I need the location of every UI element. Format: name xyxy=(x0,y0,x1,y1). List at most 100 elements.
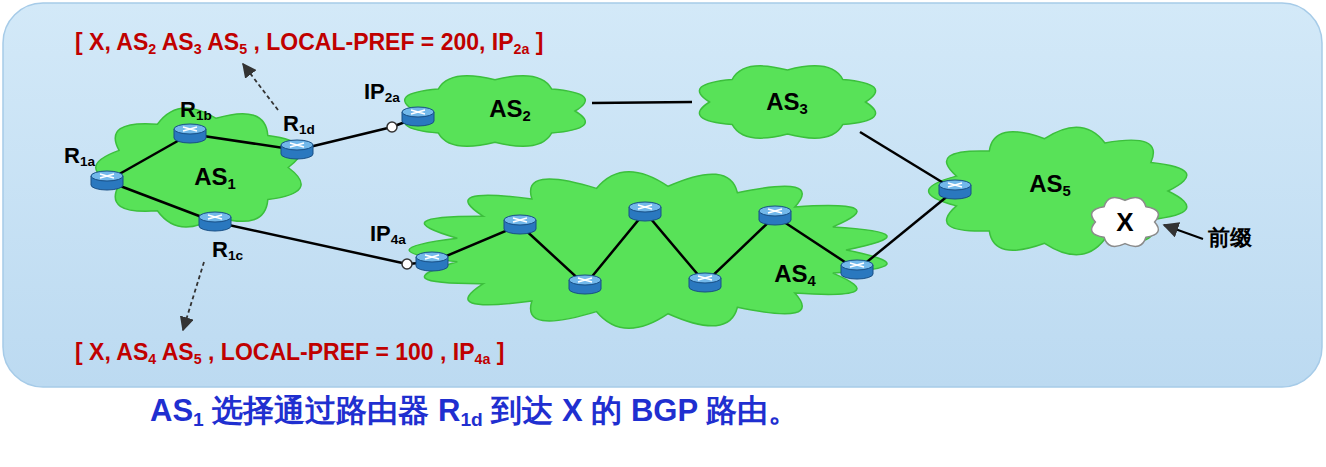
subscript: 4a xyxy=(391,232,406,247)
text-run: IP xyxy=(370,221,391,246)
advert-leader xyxy=(243,64,278,110)
subscript: 2a xyxy=(514,41,530,57)
text-run: R xyxy=(283,111,299,136)
router-icon xyxy=(504,215,536,234)
cloud-label: X xyxy=(1116,208,1133,237)
router-icon xyxy=(629,202,661,221)
cloud-shape xyxy=(929,127,1187,254)
prefix-label: 前缀 xyxy=(1208,226,1252,250)
subscript: 4 xyxy=(148,351,156,367)
router-label: R1c xyxy=(212,238,243,263)
text-run: X xyxy=(1116,207,1133,237)
cloud-shape xyxy=(96,108,301,227)
route-advert: [ X, AS4 AS5 , LOCAL-PREF = 100 , IP4a ] xyxy=(75,340,504,367)
router-icon xyxy=(401,106,435,128)
subscript: 5 xyxy=(194,351,202,367)
router-shape xyxy=(199,212,231,231)
router-node: R1b xyxy=(173,123,207,145)
router-icon xyxy=(841,260,873,279)
router-label: R1d xyxy=(283,112,315,137)
router-icon xyxy=(90,170,124,192)
text-run: [ X, AS xyxy=(75,339,148,365)
text-run: AS xyxy=(766,88,799,115)
text-run: AS xyxy=(156,339,194,365)
text-run: 前缀 xyxy=(1208,225,1252,250)
link-line xyxy=(860,132,955,190)
router-shape xyxy=(402,107,434,126)
router-shape xyxy=(281,140,313,159)
router-icon xyxy=(689,273,721,292)
subscript: 1d xyxy=(299,122,315,137)
cloud-label: AS2 xyxy=(489,96,531,124)
cloud-label: AS5 xyxy=(1029,171,1071,199)
router-label: R1b xyxy=(180,98,212,123)
advert-leader xyxy=(183,262,204,330)
router-icon xyxy=(173,123,207,145)
text-run: ] xyxy=(490,339,504,365)
cloud-label: AS1 xyxy=(194,164,236,192)
router-label: IP4a xyxy=(370,222,406,247)
cloud-shape xyxy=(699,66,875,138)
prefix-leader xyxy=(1164,225,1203,239)
router-icon xyxy=(939,180,971,199)
router-node: R1c xyxy=(198,211,232,233)
as-cloud: AS2 IP2a xyxy=(395,72,595,150)
router-node: IP4a xyxy=(415,251,449,273)
text-run: R xyxy=(180,97,196,122)
router-shape xyxy=(91,171,123,190)
subscript: 3 xyxy=(194,41,202,57)
router-node: R1d xyxy=(280,139,314,161)
subscript: 1a xyxy=(80,154,95,169)
cloud-outline xyxy=(405,170,895,330)
subscript: 3 xyxy=(800,101,808,117)
prefix-cloud: X xyxy=(1088,195,1162,249)
text-run: 到达 X 的 BGP 路由。 xyxy=(483,393,799,428)
text-run: , LOCAL-PREF = 200, IP xyxy=(247,29,513,55)
subscript: 4a xyxy=(475,351,491,367)
subscript: 2 xyxy=(523,108,531,124)
interface-point xyxy=(387,122,397,132)
link-line xyxy=(857,190,955,270)
router-node: R1a xyxy=(90,170,124,192)
cloud-label: AS3 xyxy=(766,89,808,117)
text-run: AS xyxy=(1029,170,1062,197)
text-run: IP xyxy=(364,79,385,104)
text-run: , LOCAL-PREF = 100 , IP xyxy=(202,339,475,365)
router-icon xyxy=(198,211,232,233)
router-shape xyxy=(416,252,448,271)
subscript: 1 xyxy=(193,409,204,430)
router-label: IP2a xyxy=(364,80,400,105)
subscript: 5 xyxy=(1063,183,1071,199)
text-run: [ X, AS xyxy=(75,29,148,55)
subscript: 4 xyxy=(808,273,816,289)
as-cloud: AS5X xyxy=(925,125,1195,257)
as-cloud: AS1R1aR1bR1dR1c xyxy=(92,105,310,230)
text-run: AS xyxy=(774,260,807,287)
subscript: 1d xyxy=(460,409,482,430)
cloud-label: AS4 xyxy=(774,261,816,289)
caption: AS1 选择通过路由器 R1d 到达 X 的 BGP 路由。 xyxy=(150,394,799,430)
text-run: AS xyxy=(489,95,522,122)
subscript: 1b xyxy=(196,108,212,123)
subscript: 1c xyxy=(228,248,243,263)
panel xyxy=(3,3,1322,387)
text-run: ] xyxy=(529,29,543,55)
text-run: AS xyxy=(194,163,227,190)
subscript: 5 xyxy=(239,41,247,57)
interface-point xyxy=(402,259,412,269)
subscript: 2 xyxy=(148,41,156,57)
cloud-shape xyxy=(1092,198,1159,247)
text-run: AS xyxy=(156,29,194,55)
as-cloud: AS4 IP4a xyxy=(405,170,895,330)
text-run: R xyxy=(64,143,80,168)
as-cloud: AS3 xyxy=(690,62,885,142)
link-line xyxy=(592,102,692,103)
link-line xyxy=(215,222,407,264)
router-icon xyxy=(280,139,314,161)
cloud-shape xyxy=(409,172,887,329)
router-label: R1a xyxy=(64,144,95,169)
text-run: AS xyxy=(202,29,240,55)
router-node: IP2a xyxy=(401,106,435,128)
router-icon xyxy=(415,251,449,273)
